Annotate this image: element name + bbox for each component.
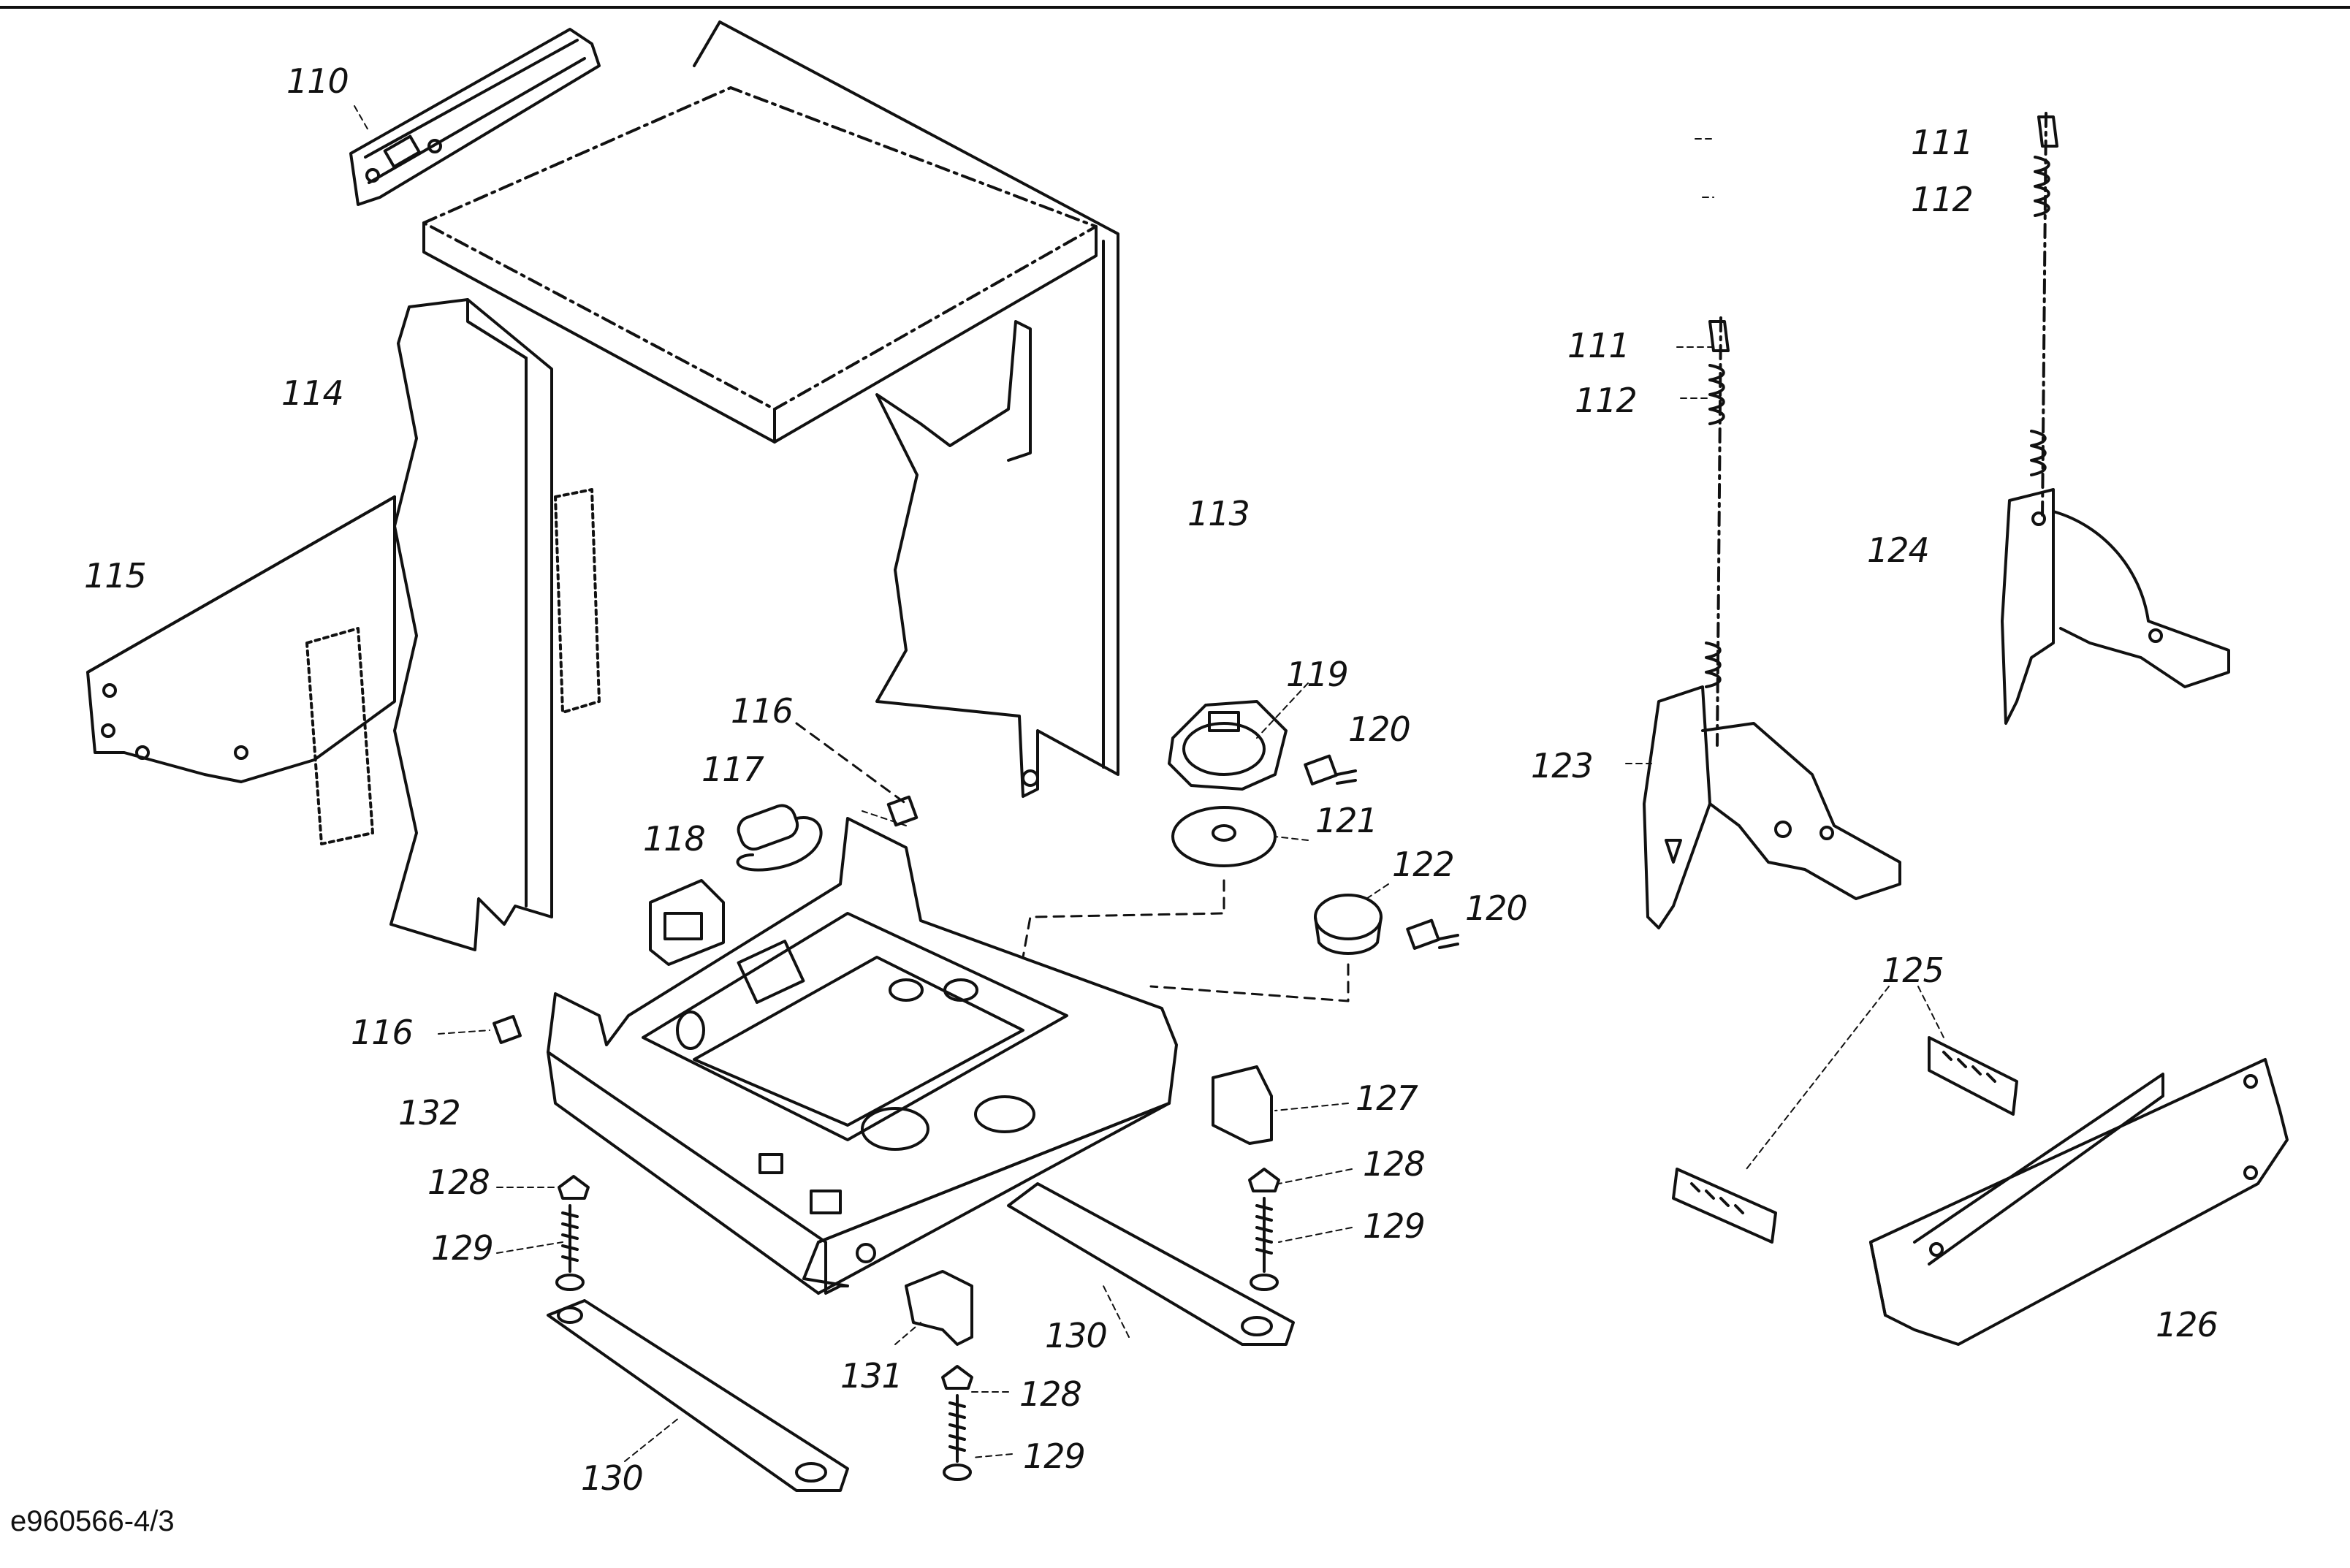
part-127-bracket: [1212, 1065, 1273, 1145]
callout-122: 122: [1392, 845, 1455, 884]
part-128-129-feet: [555, 1168, 1280, 1481]
callout-110: 110: [286, 61, 349, 101]
callout-128: 128: [1019, 1374, 1082, 1414]
callout-129: 129: [1023, 1436, 1086, 1476]
part-115-front-rail: [86, 488, 601, 845]
callout-118: 118: [643, 819, 706, 859]
part-126-front-panel: [1869, 1058, 2289, 1346]
part-130-feet-rails: [547, 1182, 1295, 1492]
part-114-side-panel: [389, 298, 553, 951]
callout-115: 115: [84, 556, 147, 595]
callout-112: 112: [1575, 381, 1638, 420]
part-119-pump-motor: [1168, 700, 1288, 791]
callout-132: 132: [398, 1093, 461, 1133]
connection-lines: [795, 722, 1350, 1002]
part-110-rail: [349, 28, 601, 206]
part-113-cabinet-shell: [422, 20, 1119, 798]
part-124-hinge: [2001, 488, 2230, 725]
part-116-clips: [493, 795, 919, 1044]
callout-120: 120: [1465, 888, 1528, 928]
part-123-hinge: [1643, 685, 1901, 929]
part-122-sensor: [1314, 894, 1383, 955]
callout-123: 123: [1531, 746, 1594, 785]
part-117-capacitor: [736, 804, 823, 872]
part-120-connectors: [1304, 754, 1459, 950]
part-118-switch-block: [649, 879, 725, 966]
callout-120: 120: [1348, 709, 1411, 749]
part-125-combs: [1672, 1036, 2018, 1244]
callout-117: 117: [701, 750, 764, 789]
part-111-112-spring-rods: [1705, 112, 2058, 747]
image-code-label: e960566-4/3: [10, 1505, 175, 1537]
callout-112: 112: [1911, 180, 1974, 219]
callout-129: 129: [1363, 1206, 1426, 1246]
callout-121: 121: [1315, 801, 1378, 840]
callout-128: 128: [1363, 1144, 1426, 1184]
callout-113: 113: [1187, 494, 1250, 533]
callout-111: 111: [1911, 123, 1974, 162]
callout-130: 130: [581, 1458, 644, 1498]
callout-129: 129: [431, 1228, 494, 1268]
leader-lines: [354, 105, 1944, 1462]
part-121-disc: [1171, 806, 1277, 867]
top-border-line: [0, 6, 2350, 9]
callout-131: 131: [840, 1356, 903, 1396]
callout-114: 114: [281, 373, 344, 413]
callout-127: 127: [1355, 1078, 1418, 1118]
part-131-bracket: [905, 1270, 973, 1346]
callout-116: 116: [731, 691, 794, 731]
callout-119: 119: [1286, 655, 1349, 694]
callout-125: 125: [1882, 951, 1944, 990]
callout-128: 128: [427, 1162, 490, 1202]
callout-116: 116: [351, 1013, 414, 1052]
callout-124: 124: [1867, 530, 1930, 570]
callout-111: 111: [1567, 326, 1630, 365]
part-132-base-tub: [547, 817, 1178, 1295]
callout-126: 126: [2156, 1305, 2218, 1344]
callout-130: 130: [1045, 1316, 1108, 1355]
